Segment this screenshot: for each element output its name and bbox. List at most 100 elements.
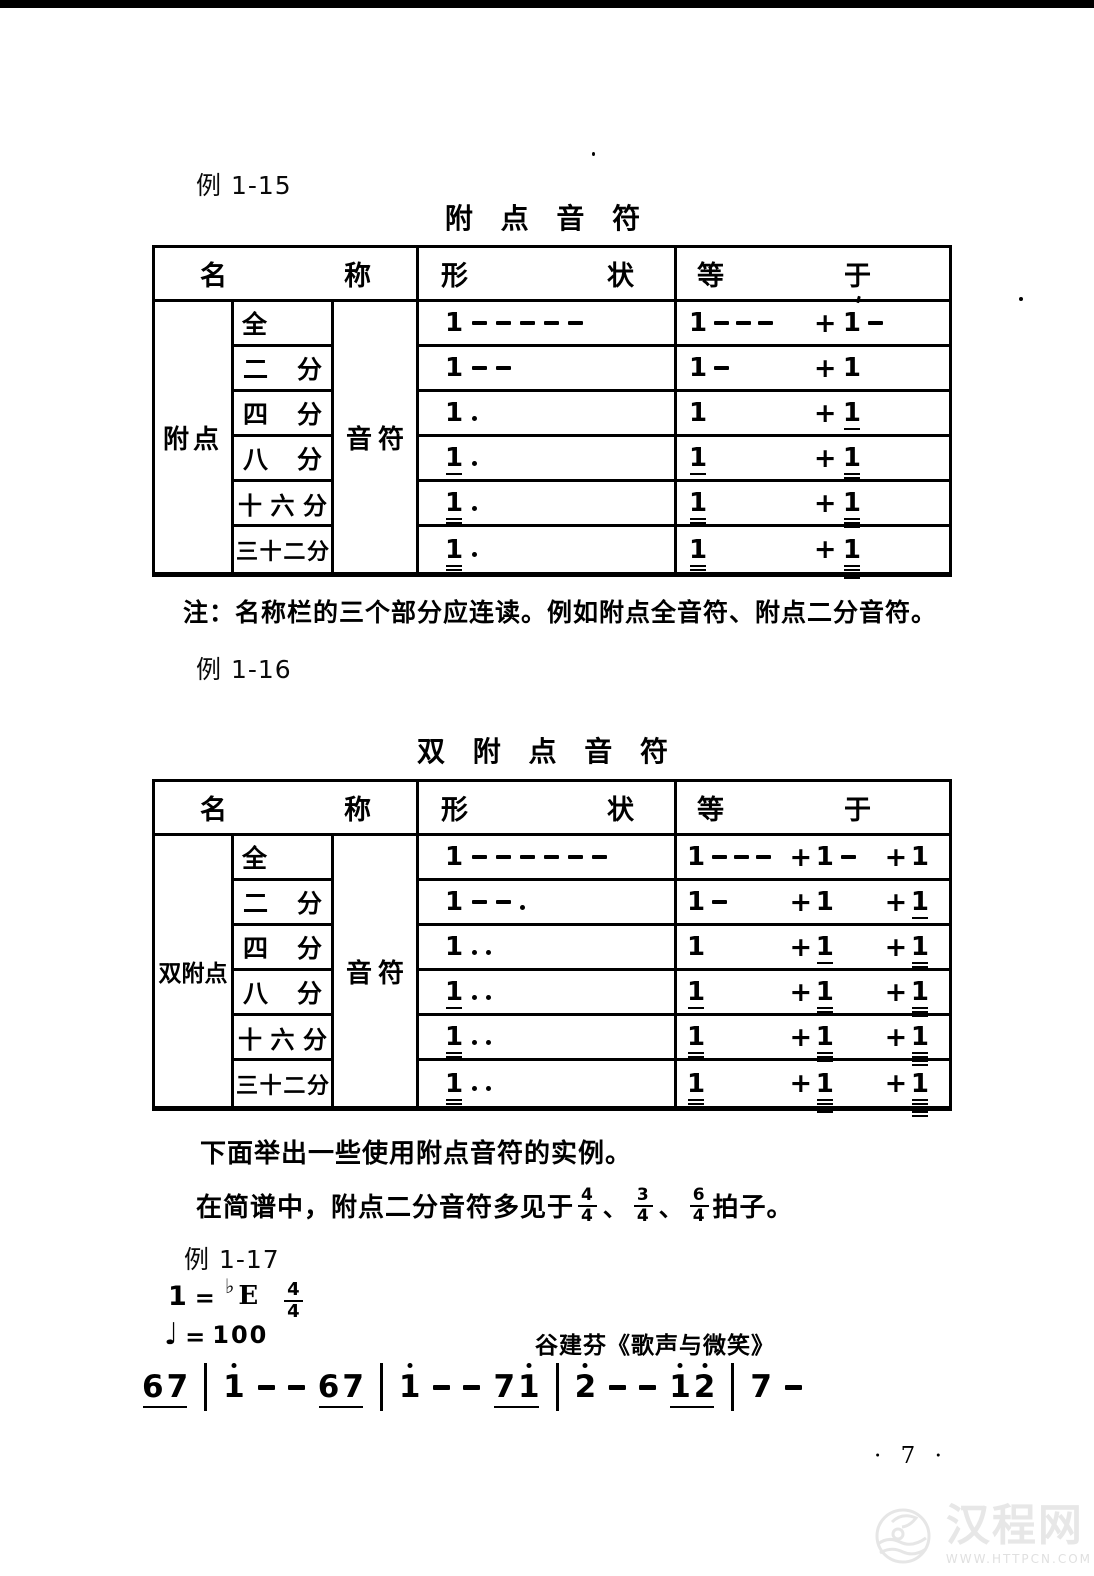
example-label-1-17: 例 1-17 [184,1245,280,1274]
augmentation-dot [472,949,478,955]
shape-cell: 1 [419,347,674,392]
header-cell: 名称 [155,782,419,833]
equals-part: 1 [843,445,861,479]
plus-sign: + [789,1021,813,1053]
name-column: 全二分四分八分十六分三十二分 [234,302,334,572]
underline-stack [911,1007,928,1019]
melody-note: 1 [518,1362,540,1403]
equals-part: 1 [677,979,705,1009]
duration-dash [520,855,536,859]
melody-note: 1 [223,1362,245,1403]
equals-part: 1 [911,1024,929,1066]
note-name-cell: 八分 [234,971,331,1016]
jianpu-note: 1 [911,934,929,968]
equals-part: 1 [677,1071,705,1109]
underline-stack [446,473,463,477]
equals-cell: 1+1 [677,302,949,347]
key-letter: E [238,1281,259,1311]
duration-dash [868,321,883,325]
shape-cell: 1 [419,527,674,575]
header-cell: 形状 [419,248,677,299]
underline-stack [690,518,707,526]
underline-stack [816,1052,833,1064]
jianpu-note: 1 [445,398,464,428]
watermark-site-name: 汉程网 [945,1500,1084,1551]
note-name-cell: 二分 [234,881,331,926]
equals-cell: 1+1 [677,392,949,437]
jianpu-note: 1 [911,1024,929,1066]
underline-stack [843,428,860,432]
jianpu-note: 1 [689,490,707,524]
equals-part: 1 [677,445,707,475]
shape-cell: 1 [419,392,674,437]
augmentation-dot [472,1039,478,1045]
jianpu-note: 1 [689,353,708,383]
scan-speck [592,152,595,156]
equals-part: 1 [816,889,834,915]
equals-cell: 1+1+1 [677,926,949,971]
header-cell: 等于 [697,795,871,826]
duration-dash [714,321,730,325]
duration-dash [472,855,488,859]
tempo-value: 100 [212,1321,269,1349]
jianpu-note: 1 [445,353,464,383]
note-name-cell: 四分 [234,392,331,437]
equals-cell: 1+1 [677,527,949,579]
paragraph-1: 下面举出一些使用附点音符的实例。 [200,1139,633,1169]
tonic-digit: 1 [168,1281,187,1312]
melody-note: 6 [317,1368,340,1405]
note-name-cell: 八分 [234,437,331,482]
shape-cell: 1 [419,836,674,881]
plus-sign: + [884,976,908,1008]
underline-stack [688,1098,705,1111]
example-label-1-15: 例 1-15 [196,171,292,200]
underline-stack [843,564,860,581]
jianpu-note: 1 [445,887,464,917]
octave-dot [231,1362,237,1368]
meter-separator: 、 [602,1193,628,1222]
duration-dash [544,855,560,859]
equals-part: 1 [816,1071,834,1113]
watermark-text: 汉程网 WWW.HTTPCN.COM [945,1500,1092,1567]
underline-stack [911,1098,928,1119]
equals-part: 1 [677,889,728,915]
barline [555,1363,559,1411]
shape-cell: 1 [419,971,674,1016]
plus-sign: + [813,397,837,429]
plus-sign: + [789,931,813,963]
equals-part: 1 [911,844,929,870]
underline-stack [446,1052,463,1060]
shape-cell: 1 [419,926,674,971]
shape-cell: 1 [419,881,674,926]
jianpu-note: 1 [687,932,706,962]
augmentation-dot [486,994,492,1000]
melody-note: 7 [166,1368,189,1405]
underline-stack [911,1052,928,1068]
shape-cell: 1 [419,302,674,347]
equals-sign: = [194,1284,215,1312]
augmentation-dot [472,505,478,511]
duration-dash [712,900,728,904]
note-name-cell: 全 [234,302,331,347]
augmentation-dot [472,460,478,466]
table-header-row: 名称形状等于 [155,782,949,836]
duration-dash [463,1384,481,1390]
note-name-cell: 十六分 [234,482,331,527]
equals-cell: 1+1+1 [677,1016,949,1066]
scan-speck [1019,297,1023,301]
dotted-note-table-title: 附 点 音 符 [444,202,650,235]
octave-dot [582,1362,588,1368]
quarter-note-icon: ♩ [164,1317,179,1352]
time-signature-numerator: 4 [284,1281,303,1302]
augmentation-dot [472,1086,478,1091]
equals-part: 1 [843,537,861,579]
jianpu-note: 1 [910,842,929,872]
jianpu-note: 1 [445,308,464,338]
shape-cell: 1 [419,437,674,482]
